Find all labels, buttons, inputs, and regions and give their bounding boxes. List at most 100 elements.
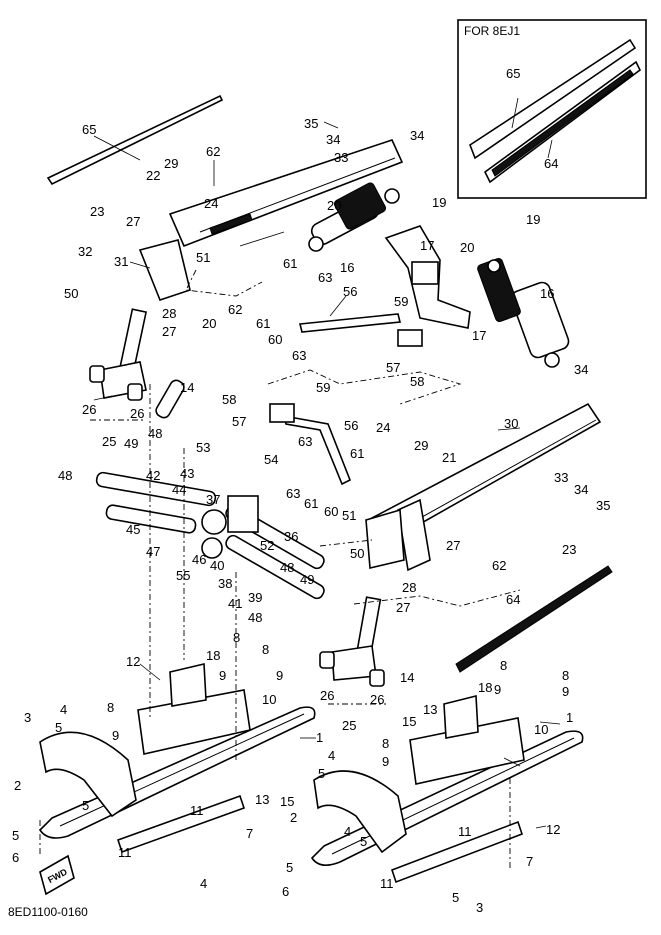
spindle-bracket-lower (365, 498, 431, 572)
inset-panel: FOR 8EJ1 (457, 19, 647, 199)
callout-label: 29 (414, 438, 428, 453)
callout-label: 18 (206, 648, 220, 663)
callout-label: 8 (382, 736, 389, 751)
callout-label: 20 (460, 240, 474, 255)
callout-label: 48 (280, 560, 294, 575)
callout-label: 48 (148, 426, 162, 441)
callout-label: 48 (248, 610, 262, 625)
steering-column-left (89, 239, 191, 401)
callout-label: 32 (78, 244, 92, 259)
callout-label: 17 (420, 238, 434, 253)
callout-label: 64 (544, 156, 558, 171)
callout-label: 8 (562, 668, 569, 683)
callout-label: 2 (290, 810, 297, 825)
tie-rod-56-lower (269, 403, 352, 486)
callout-label: 8 (107, 700, 114, 715)
bracket-17 (384, 225, 471, 329)
callout-label: 61 (350, 446, 364, 461)
callout-label: 51 (342, 508, 356, 523)
callout-label: 24 (204, 196, 218, 211)
callout-label: 55 (176, 568, 190, 583)
callout-label: 4 (200, 876, 207, 891)
callout-label: 51 (196, 250, 210, 265)
callout-label: 34 (574, 482, 588, 497)
callout-label: 9 (112, 728, 119, 743)
callout-label: 22 (146, 168, 160, 183)
callout-label: 61 (256, 316, 270, 331)
callout-label: 60 (324, 504, 338, 519)
callout-label: 41 (228, 596, 242, 611)
callout-label: 27 (446, 538, 460, 553)
inset-title: FOR 8EJ1 (464, 24, 520, 38)
callout-label: 49 (300, 572, 314, 587)
callout-label: 44 (172, 482, 186, 497)
callout-label: 13 (423, 702, 437, 717)
assembly-guide-lines (39, 269, 521, 870)
callout-label: 6 (282, 884, 289, 899)
callout-label: 21 (442, 450, 456, 465)
callout-label: 42 (146, 468, 160, 483)
callout-label: 28 (402, 580, 416, 595)
callout-label: 58 (410, 374, 424, 389)
callout-label: 5 (318, 766, 325, 781)
callout-label: 6 (12, 850, 19, 865)
callout-label: 50 (350, 546, 364, 561)
callout-label: 3 (476, 900, 483, 915)
callout-label: 5 (452, 890, 459, 905)
callout-label: 64 (506, 592, 520, 607)
callout-label: 19 (526, 212, 540, 227)
callout-label: 14 (180, 380, 194, 395)
callout-label: 4 (344, 824, 351, 839)
callout-label: 13 (255, 792, 269, 807)
callout-label: 5 (55, 720, 62, 735)
callout-label: 56 (344, 418, 358, 433)
callout-label: 57 (386, 360, 400, 375)
callout-label: 25 (342, 718, 356, 733)
callout-label: 34 (326, 132, 340, 147)
callout-label: 5 (12, 828, 19, 843)
callout-label: 33 (554, 470, 568, 485)
decal-strip-65 (46, 94, 224, 186)
callout-label: 12 (546, 822, 560, 837)
callout-label: 8 (233, 630, 240, 645)
callout-label: 17 (472, 328, 486, 343)
callout-label: 52 (260, 538, 274, 553)
callout-label: 39 (248, 590, 262, 605)
front-suspension-arm-30-upper (168, 139, 404, 248)
callout-label: 57 (232, 414, 246, 429)
callout-label: 49 (124, 436, 138, 451)
callout-label: 63 (298, 434, 312, 449)
ski-right (310, 694, 584, 884)
callout-label: 11 (118, 845, 132, 860)
callout-label: 20 (202, 316, 216, 331)
callout-label: 65 (82, 122, 96, 137)
callout-label: 10 (262, 692, 276, 707)
callout-label: 3 (24, 710, 31, 725)
callout-label: 9 (562, 684, 569, 699)
callout-label: 1 (316, 730, 323, 745)
callout-label: 62 (206, 144, 220, 159)
callout-label: 45 (126, 522, 140, 537)
callout-label: 9 (219, 668, 226, 683)
callout-label: 20 (327, 198, 341, 213)
callout-label: 24 (376, 420, 390, 435)
callout-label: 26 (82, 402, 96, 417)
callout-label: 43 (180, 466, 194, 481)
callout-label: 33 (334, 150, 348, 165)
callout-label: 61 (283, 256, 297, 271)
callout-label: 9 (382, 754, 389, 769)
callout-label: 4 (328, 748, 335, 763)
callout-label: 11 (458, 824, 472, 839)
callout-label: 65 (506, 66, 520, 81)
callout-label: 56 (343, 284, 357, 299)
leader-lines (93, 121, 561, 829)
callout-label: 61 (304, 496, 318, 511)
callout-label: 37 (206, 492, 220, 507)
callout-label: 62 (492, 558, 506, 573)
callout-label: 60 (268, 332, 282, 347)
callout-label: 15 (280, 794, 294, 809)
tie-rod-56-upper (298, 313, 423, 347)
callout-label: 62 (228, 302, 242, 317)
callout-label: 59 (316, 380, 330, 395)
